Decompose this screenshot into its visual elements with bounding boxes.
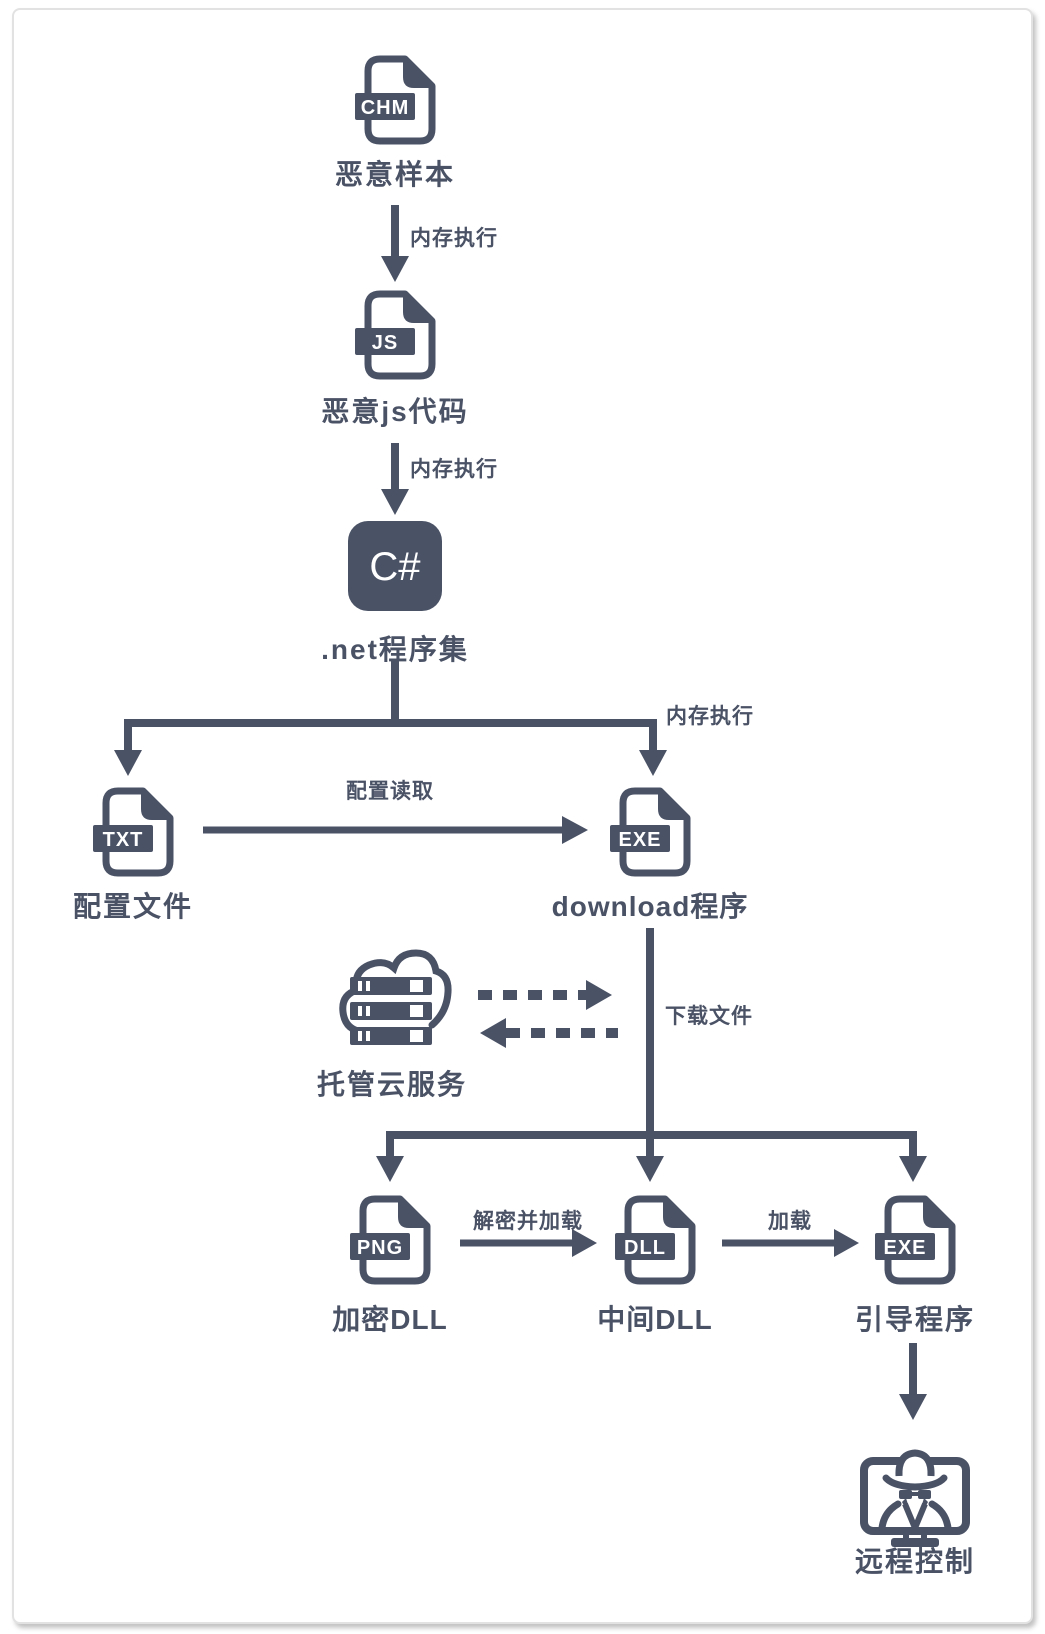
- node-label-png: 加密DLL: [332, 1304, 448, 1335]
- cloud-server-icon: [339, 949, 452, 1045]
- spy-monitor-icon: [860, 1449, 970, 1547]
- csharp-badge-text: C#: [369, 545, 421, 589]
- js-file-icon: JS: [355, 290, 436, 380]
- dll-badge-text: DLL: [624, 1237, 666, 1259]
- node-label-cloud: 托管云服务: [316, 1069, 468, 1100]
- exe-loader-badge-text: EXE: [883, 1237, 926, 1259]
- edge-label-memory-exec-3: 内存执行: [666, 705, 754, 728]
- edge-label-config-read: 配置读取: [346, 780, 434, 803]
- exe-downloader-badge-text: EXE: [618, 829, 661, 851]
- diagram-card: [12, 8, 1033, 1624]
- exe-downloader-file-icon: EXE: [610, 787, 691, 877]
- edge-label-download-file: 下载文件: [665, 1005, 753, 1028]
- dll-file-icon: DLL: [615, 1195, 696, 1285]
- edge-label-memory-exec-1: 内存执行: [410, 227, 498, 250]
- node-label-remote: 远程控制: [854, 1546, 976, 1577]
- png-file-icon: PNG: [350, 1195, 431, 1285]
- node-label-chm: 恶意样本: [334, 159, 456, 190]
- node-label-csharp: .net程序集: [321, 634, 469, 665]
- node-label-downloader: download程序: [551, 891, 749, 922]
- node-label-js: 恶意js代码: [321, 396, 469, 427]
- edge-label-decrypt-load: 解密并加载: [473, 1210, 583, 1233]
- txt-file-icon: TXT: [93, 787, 174, 877]
- chm-badge-text: CHM: [361, 97, 410, 119]
- node-label-txt: 配置文件: [72, 891, 194, 922]
- chm-file-icon: CHM: [355, 55, 436, 145]
- csharp-icon: C#: [348, 521, 442, 611]
- node-label-loader: 引导程序: [854, 1304, 976, 1335]
- txt-badge-text: TXT: [103, 829, 144, 851]
- edge-label-load: 加载: [768, 1210, 812, 1233]
- node-label-dll: 中间DLL: [597, 1304, 713, 1335]
- edge-label-memory-exec-2: 内存执行: [410, 458, 498, 481]
- js-badge-text: JS: [372, 332, 398, 354]
- exe-loader-file-icon: EXE: [875, 1195, 956, 1285]
- png-badge-text: PNG: [357, 1237, 403, 1259]
